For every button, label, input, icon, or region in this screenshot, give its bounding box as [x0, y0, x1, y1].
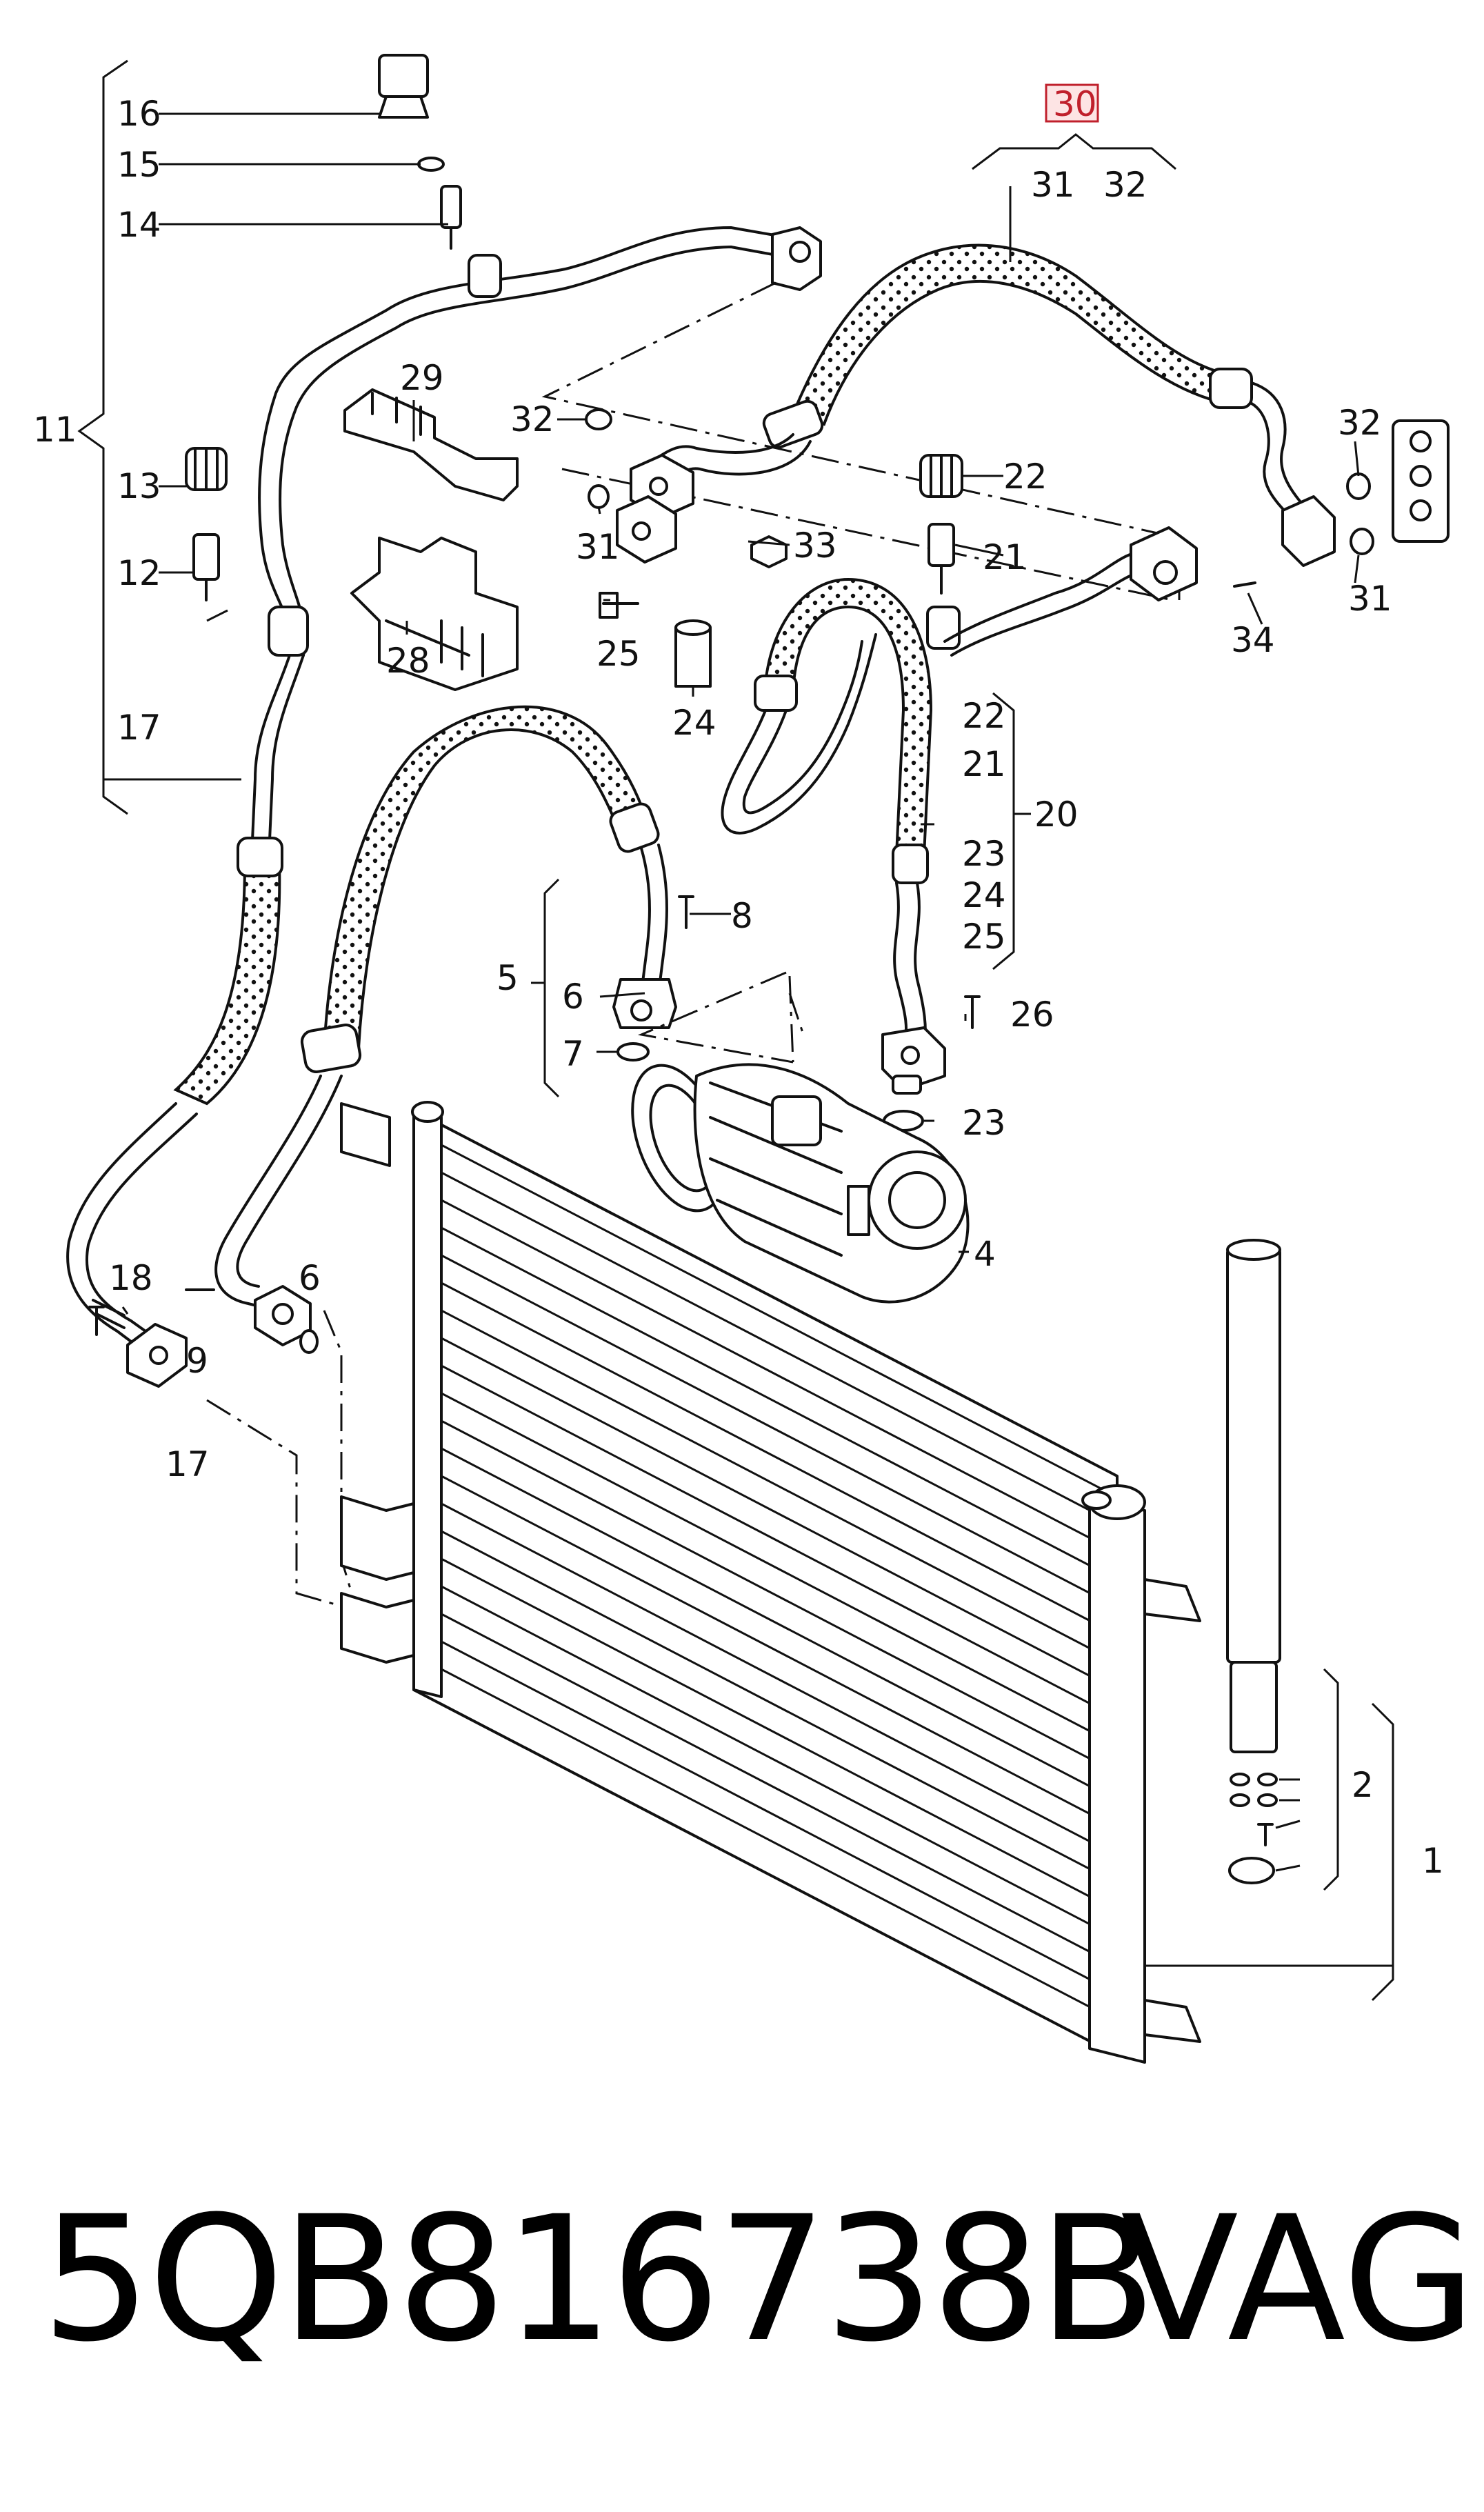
- hose-5: [214, 705, 677, 1354]
- callout-11: 11: [33, 410, 77, 450]
- callout-4: 4: [974, 1234, 996, 1274]
- callout-26: 26: [1010, 995, 1054, 1035]
- callout-17b: 17: [166, 1444, 210, 1484]
- bolts: [88, 581, 1274, 1846]
- pressure-sensor: [378, 54, 462, 250]
- callout-16: 16: [117, 94, 161, 134]
- callout-33: 33: [793, 526, 837, 566]
- highlight-box-30: [1045, 83, 1099, 123]
- callout-5: 5: [497, 958, 519, 998]
- callout-30: 30: [1053, 84, 1097, 124]
- callout-20: 20: [1034, 795, 1079, 835]
- brackets: [531, 133, 1176, 1098]
- pipe-11: [258, 226, 822, 657]
- flange-group: [585, 408, 788, 688]
- callout-9: 9: [186, 1341, 208, 1381]
- callout-23a: 23: [962, 834, 1006, 874]
- callout-31b: 31: [1031, 165, 1075, 205]
- callout-25b: 25: [962, 917, 1006, 957]
- callout-34: 34: [1231, 620, 1275, 660]
- callout-32a: 32: [510, 399, 554, 439]
- callout-22b: 22: [962, 696, 1006, 736]
- leader-lines: [103, 112, 1360, 1872]
- callout-32c: 32: [1338, 403, 1382, 443]
- callout-22a: 22: [1003, 457, 1047, 497]
- callout-labels: 16 15 14 11 13 12 17 29 28 32 31 33 25 2…: [33, 84, 1444, 1881]
- part-number: 5QB816738B: [41, 2179, 1156, 2380]
- condenser: [340, 1101, 1201, 2064]
- valves-right: [185, 447, 963, 650]
- callout-2: 2: [1352, 1765, 1374, 1805]
- callout-7: 7: [562, 1034, 584, 1074]
- callout-24: 24: [672, 703, 716, 743]
- callout-32b: 32: [1103, 165, 1147, 205]
- callout-15: 15: [117, 145, 161, 185]
- hose-30: [640, 243, 1450, 567]
- brand-name: VAG: [1121, 2179, 1476, 2380]
- callout-12: 12: [117, 553, 161, 593]
- compressor: [631, 1063, 970, 1304]
- callout-24b: 24: [962, 875, 1006, 915]
- hose-17: [66, 606, 309, 1388]
- callout-1: 1: [1422, 1841, 1444, 1881]
- callout-17a: 17: [117, 708, 161, 748]
- callout-31a: 31: [576, 527, 620, 567]
- bracket-11: [77, 59, 128, 815]
- callout-23b: 23: [962, 1103, 1006, 1143]
- callout-28: 28: [386, 641, 430, 681]
- dryer-cartridge: [1145, 1239, 1394, 2002]
- callout-6a: 6: [562, 977, 584, 1017]
- alignment-lines: [206, 281, 1181, 1608]
- callout-31c: 31: [1348, 579, 1392, 619]
- callout-6b: 6: [299, 1258, 321, 1298]
- clips: [343, 388, 519, 691]
- hose-20: [721, 526, 1198, 1132]
- callout-21b: 21: [962, 744, 1006, 784]
- callout-29: 29: [400, 358, 444, 398]
- callout-18: 18: [109, 1258, 153, 1298]
- callout-8: 8: [731, 896, 753, 936]
- callout-13: 13: [117, 466, 161, 506]
- callout-25: 25: [596, 634, 641, 674]
- callout-14: 14: [117, 205, 161, 245]
- callout-21a: 21: [983, 537, 1027, 577]
